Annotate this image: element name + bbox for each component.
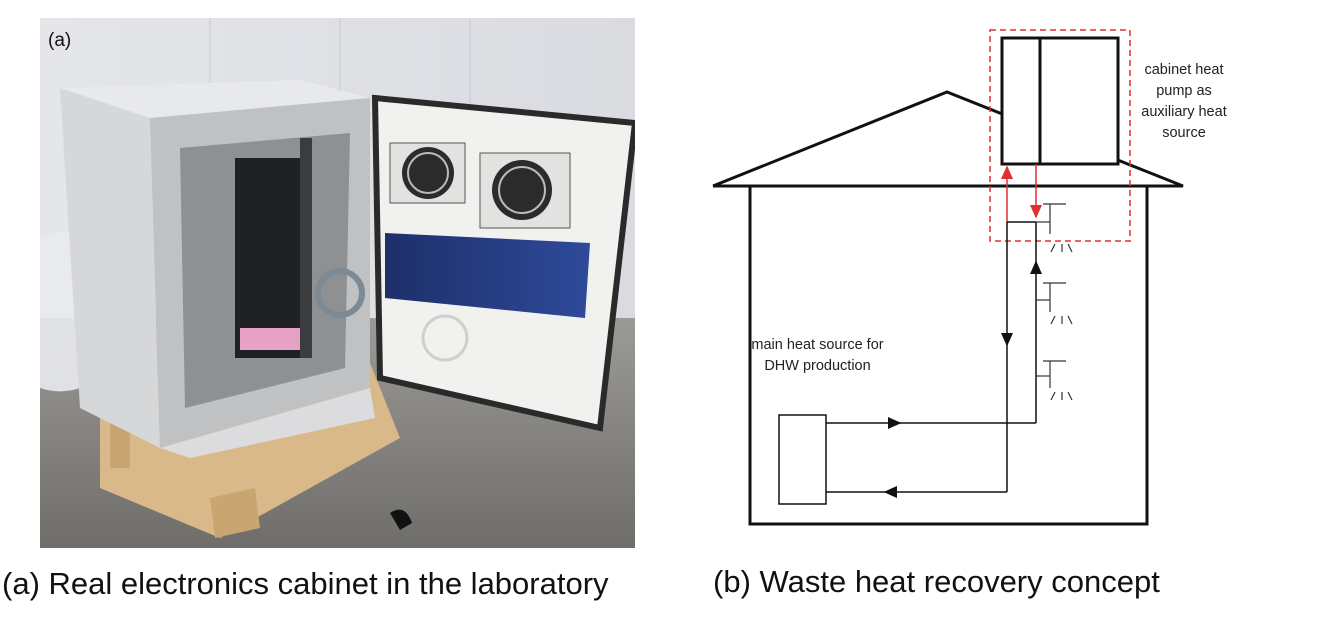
- cabinet-heat-pump-label: cabinet heat pump as auxiliary heat sour…: [1141, 62, 1227, 141]
- main-heat-source-label: main heat source for DHW production: [751, 337, 884, 374]
- cabinet-photo: [40, 18, 635, 548]
- tap-3: [1036, 360, 1073, 401]
- caption-b: (b) Waste heat recovery concept: [713, 564, 1160, 599]
- auxiliary-highlight: [989, 29, 1131, 242]
- cabinet-top: [60, 80, 370, 118]
- caption-a: (a) Real electronics cabinet in the labo…: [2, 566, 609, 601]
- fan-right: [492, 160, 552, 220]
- waste-heat-diagram: [712, 29, 1184, 526]
- heat-exchanger-panel: [385, 233, 590, 318]
- house-walls: [748, 186, 1149, 526]
- main-heat-source-box: [778, 414, 827, 505]
- tap-2: [1036, 282, 1073, 325]
- photo-tag: (a): [48, 30, 72, 51]
- tap-1: [1036, 203, 1073, 253]
- cabinet-heat-pump-box: [1000, 36, 1120, 166]
- cabinet-side: [60, 88, 160, 448]
- fan-left: [402, 147, 454, 199]
